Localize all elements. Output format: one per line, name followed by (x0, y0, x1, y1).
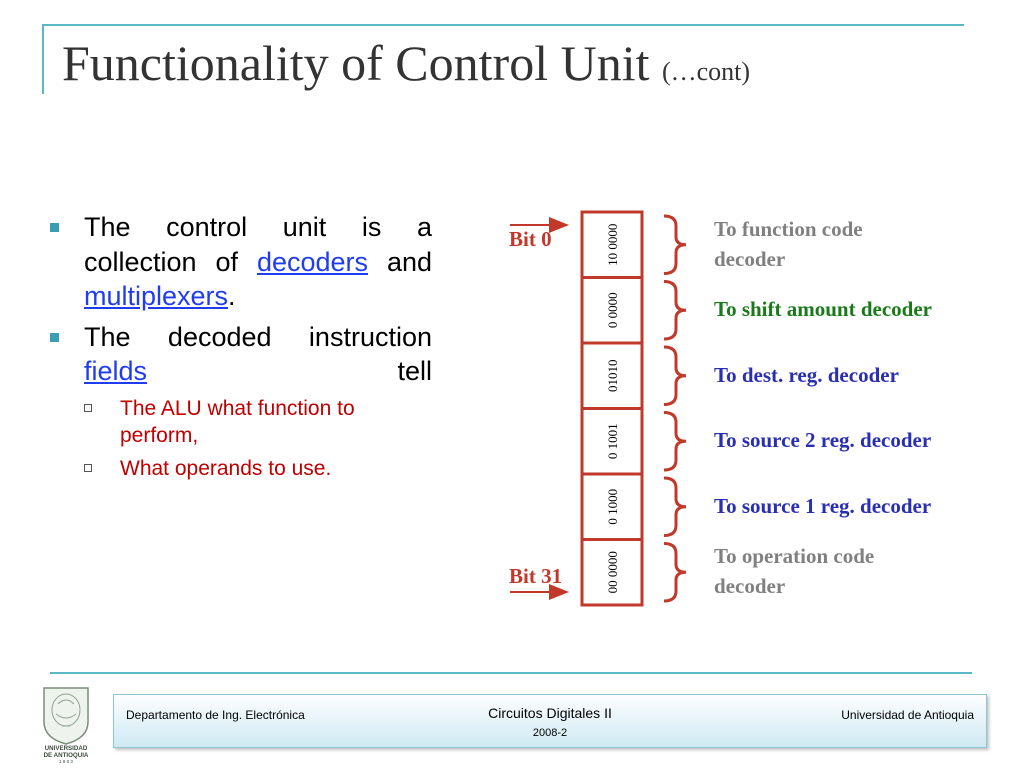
footer-department: Departamento de Ing. Electrónica (126, 708, 305, 722)
hollow-square-bullet-icon (84, 403, 92, 412)
decoder-label: To shift amount decoder (714, 295, 932, 325)
bit-0-label: Bit 0 (509, 227, 552, 251)
field-box (580, 210, 644, 279)
title-frame-top-line (42, 24, 964, 26)
hollow-square-bullet-icon (84, 464, 92, 473)
logo-text-line-3: 1 8 0 3 (59, 759, 73, 764)
field-bits: 0 0000 (605, 292, 620, 328)
bullet-2-text-a: The decoded instruction (84, 321, 432, 352)
square-bullet-icon (50, 223, 59, 232)
field-bits: 0 1001 (605, 423, 620, 459)
brace-icon (663, 345, 687, 406)
sub-bullet-1-text: The ALU what function to perform, (120, 396, 355, 448)
logo-text-line-1: UNIVERSIDAD (45, 745, 88, 752)
title-frame-left-line (42, 24, 44, 94)
decoder-label-line: To function code (714, 216, 863, 241)
decoder-label-line: To operation code (714, 544, 875, 569)
field-bits: 10 0000 (605, 224, 620, 266)
title-sub: (…cont) (661, 57, 751, 86)
slide-title: Functionality of Control Unit (…cont) (62, 38, 750, 88)
decoder-label: To dest. reg. decoder (714, 361, 899, 391)
instruction-fields: 10 0000 0 0000 01010 0 1001 0 1000 00 0000 (580, 210, 687, 607)
university-logo: UNIVERSIDAD DE ANTIOQUIA 1 8 0 3 (43, 687, 89, 764)
fields-link[interactable]: fields (84, 356, 148, 387)
field-box (580, 341, 644, 410)
footer: Departamento de Ing. Electrónica Circuit… (113, 694, 987, 748)
footer-date: 2008-2 (532, 727, 568, 739)
brace-icon (663, 411, 687, 472)
logo-text-line-2: DE ANTIOQUIA (44, 752, 89, 759)
sub-bullet-2-text: What operands to use. (120, 457, 332, 481)
field-box (580, 538, 644, 607)
sub-bullet-item-2: What operands to use. (48, 455, 432, 482)
sub-bullet-item-1: The ALU what function to perform, (48, 395, 432, 450)
bullet-1-text-c: . (228, 281, 236, 312)
decoder-label-line: To source 2 reg. decoder (714, 428, 932, 453)
brace-icon (663, 476, 687, 537)
square-bullet-icon (50, 332, 59, 342)
brace-icon (663, 214, 687, 275)
title-main: Functionality of Control Unit (62, 35, 650, 91)
decoder-label-line: To dest. reg. decoder (714, 362, 899, 387)
bullet-1-text-a: The control unit is a collection of (84, 212, 432, 277)
field-box (580, 276, 644, 345)
bullet-item-1: The control unit is a collection of deco… (48, 210, 432, 314)
decoder-label-line: To source 1 reg. decoder (714, 493, 932, 518)
field-box (580, 472, 644, 541)
brace-icon (663, 280, 687, 341)
bullet-list: The control unit is a collection of deco… (48, 210, 432, 489)
decoder-label-line: decoder (714, 246, 786, 271)
decoder-label-line: decoder (714, 574, 786, 599)
field-bits: 0 1000 (605, 489, 620, 525)
brace-icon (663, 542, 687, 603)
bullet-2-text-b: tell (147, 356, 432, 387)
decoders-link[interactable]: decoders (256, 246, 369, 277)
decoder-label-line: To shift amount decoder (714, 297, 932, 322)
decoder-label: To operation code decoder (714, 542, 874, 602)
bit-31-label: Bit 31 (509, 564, 562, 588)
bullet-1-text-b: and (368, 246, 432, 277)
footer-course: Circuitos Digitales II (488, 705, 612, 721)
bullet-item-2: The decoded instruction fields tell (48, 320, 432, 389)
footer-university: Universidad de Antioquia (841, 708, 974, 722)
footer-divider (50, 672, 972, 674)
multiplexers-link[interactable]: multiplexers (84, 281, 229, 312)
field-box (580, 407, 644, 476)
decoder-label: To source 2 reg. decoder (714, 426, 931, 456)
field-bits: 01010 (605, 360, 620, 393)
field-bits: 00 0000 (605, 551, 620, 593)
decoder-label: To source 1 reg. decoder (714, 492, 931, 522)
decoder-label: To function code decoder (714, 215, 863, 275)
